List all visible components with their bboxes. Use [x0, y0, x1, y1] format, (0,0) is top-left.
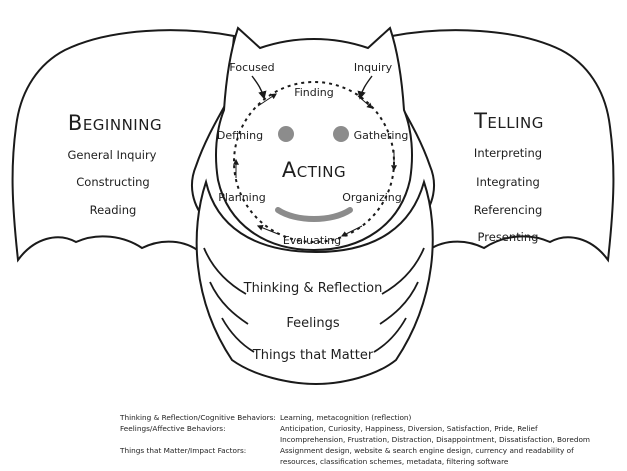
inquiry-arrow [357, 75, 373, 100]
cycle-arrow [257, 93, 277, 107]
ear-label-focused: Focused [229, 61, 274, 74]
right-wing-item: Referencing [474, 203, 543, 217]
right-wing-title: Telling [473, 109, 544, 133]
left-wing-title: Beginning [68, 111, 162, 135]
right-wing-item: Presenting [478, 230, 539, 244]
body-line [381, 247, 425, 295]
left-wing-item: General Inquiry [68, 148, 157, 162]
left-wing-item: Constructing [76, 175, 150, 189]
left-eye [278, 126, 294, 142]
body-line [379, 281, 419, 325]
cycle-step-planning: Planning [218, 191, 265, 204]
left-wing-item: Reading [90, 203, 137, 217]
ear-label-inquiry: Inquiry [354, 61, 393, 74]
right-eye [333, 126, 349, 142]
right-wing-item: Interpreting [474, 146, 542, 160]
body-line [373, 317, 407, 353]
body-line [203, 247, 247, 295]
cycle-step-gathering: Gathering [354, 129, 409, 142]
cycle-step-evaluating: Evaluating [283, 234, 341, 247]
right-wing-item: Integrating [476, 175, 540, 189]
cycle-arrow [256, 224, 279, 235]
bat-body [195, 178, 434, 386]
right-wing [390, 29, 615, 263]
bat-head [215, 26, 413, 252]
body-item: Things that Matter [252, 348, 374, 363]
body-line [209, 281, 249, 325]
smile [275, 207, 353, 222]
cycle-center-acting: Acting [282, 158, 346, 182]
left-wing [11, 29, 236, 263]
body-item: Thinking & Reflection [243, 281, 383, 296]
cycle-step-finding: Finding [294, 86, 334, 99]
focused-arrow [251, 75, 267, 100]
cycle-step-organizing: Organizing [342, 191, 402, 204]
cycle-step-defining: Defining [217, 129, 263, 142]
cycle-arrow [340, 225, 363, 237]
body-line [221, 317, 255, 353]
body-item: Feelings [286, 316, 339, 331]
